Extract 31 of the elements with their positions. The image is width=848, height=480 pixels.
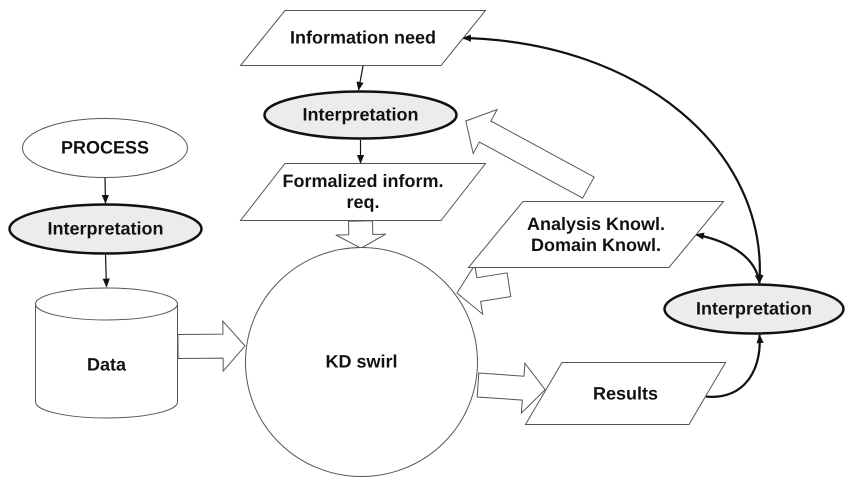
block-arrow [335, 220, 386, 249]
arrow [694, 232, 762, 284]
process-ellipse [8, 203, 203, 255]
block-arrow [465, 108, 595, 199]
arrow [356, 140, 364, 164]
node-label: Analysis Knowl. Domain Knowl. [526, 214, 666, 256]
start-ellipse [22, 118, 188, 178]
input-parallelogram [240, 163, 486, 221]
arrow [706, 334, 764, 398]
node-label: Interpretation [696, 298, 812, 320]
node-label: KD swirl [325, 352, 398, 372]
arrow [102, 254, 110, 288]
process-ellipse [263, 90, 458, 140]
arrow [102, 178, 109, 204]
process-ellipse [663, 283, 845, 335]
arrow [462, 35, 763, 284]
input-parallelogram [468, 201, 724, 268]
node-label: Data [86, 354, 126, 376]
database-cylinder [35, 288, 178, 418]
block-arrow [476, 362, 546, 414]
circle-node [245, 247, 478, 477]
block-arrow [177, 320, 246, 372]
input-parallelogram [240, 10, 486, 66]
node-label: Formalized inform. req. [281, 171, 444, 213]
node-label: Interpretation [302, 104, 418, 126]
node-label: PROCESS [60, 138, 150, 158]
node-label: Information need [290, 28, 436, 48]
node-label: Interpretation [47, 218, 164, 240]
node-label: Results [592, 383, 658, 404]
output-parallelogram [525, 362, 726, 425]
arrow [356, 66, 364, 91]
